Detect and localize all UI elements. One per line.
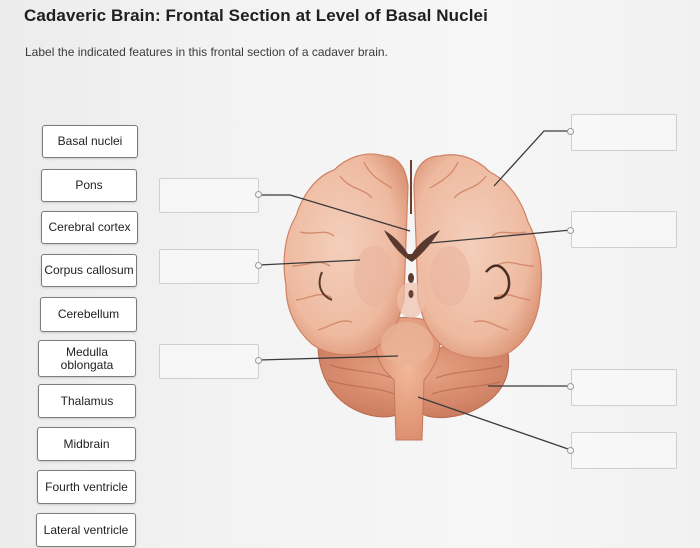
label-midbrain[interactable]: Midbrain (37, 427, 136, 461)
label-corpus-callosum[interactable]: Corpus callosum (41, 254, 137, 287)
left-hemisphere-shape (283, 153, 409, 356)
label-basal-nuclei[interactable]: Basal nuclei (42, 125, 138, 158)
drop-zone-handle-icon (567, 227, 574, 234)
drop-zone-right-3[interactable] (571, 369, 677, 406)
drop-zone-handle-icon (255, 262, 262, 269)
drop-zone-right-1[interactable] (571, 114, 677, 151)
instructions-text: Label the indicated features in this fro… (25, 45, 388, 59)
leader-line-left-3 (258, 355, 399, 361)
leader-lines (258, 130, 572, 451)
drop-zone-handle-icon (255, 357, 262, 364)
label-thalamus[interactable]: Thalamus (38, 384, 136, 418)
leader-line-left-1 (259, 194, 411, 232)
label-pons[interactable]: Pons (41, 169, 137, 202)
leader-line-right-2 (429, 229, 572, 244)
label-cerebellum[interactable]: Cerebellum (40, 297, 137, 332)
drop-zone-left-2[interactable] (159, 249, 259, 284)
leader-line-left-2 (258, 259, 361, 266)
drop-zone-handle-icon (255, 191, 262, 198)
brain-photo (283, 153, 543, 441)
label-lateral-ventricle[interactable]: Lateral ventricle (36, 513, 136, 547)
label-cerebral-cortex[interactable]: Cerebral cortex (41, 211, 138, 244)
right-hemisphere-shape (413, 154, 543, 359)
drop-zone-handle-icon (567, 128, 574, 135)
drop-zone-right-4[interactable] (571, 432, 677, 469)
leader-line-right-4 (417, 396, 572, 451)
leader-line-right-1 (493, 130, 571, 187)
drop-zone-left-3[interactable] (159, 344, 259, 379)
label-medulla-oblongata[interactable]: Medulla oblongata (38, 340, 136, 377)
drop-zone-handle-icon (567, 383, 574, 390)
drop-zone-right-2[interactable] (571, 211, 677, 248)
page-title: Cadaveric Brain: Frontal Section at Leve… (24, 6, 488, 25)
drop-zone-handle-icon (567, 447, 574, 454)
lateral-ventricle-shape (384, 230, 440, 262)
drop-zone-left-1[interactable] (159, 178, 259, 213)
label-fourth-ventricle[interactable]: Fourth ventricle (37, 470, 136, 504)
